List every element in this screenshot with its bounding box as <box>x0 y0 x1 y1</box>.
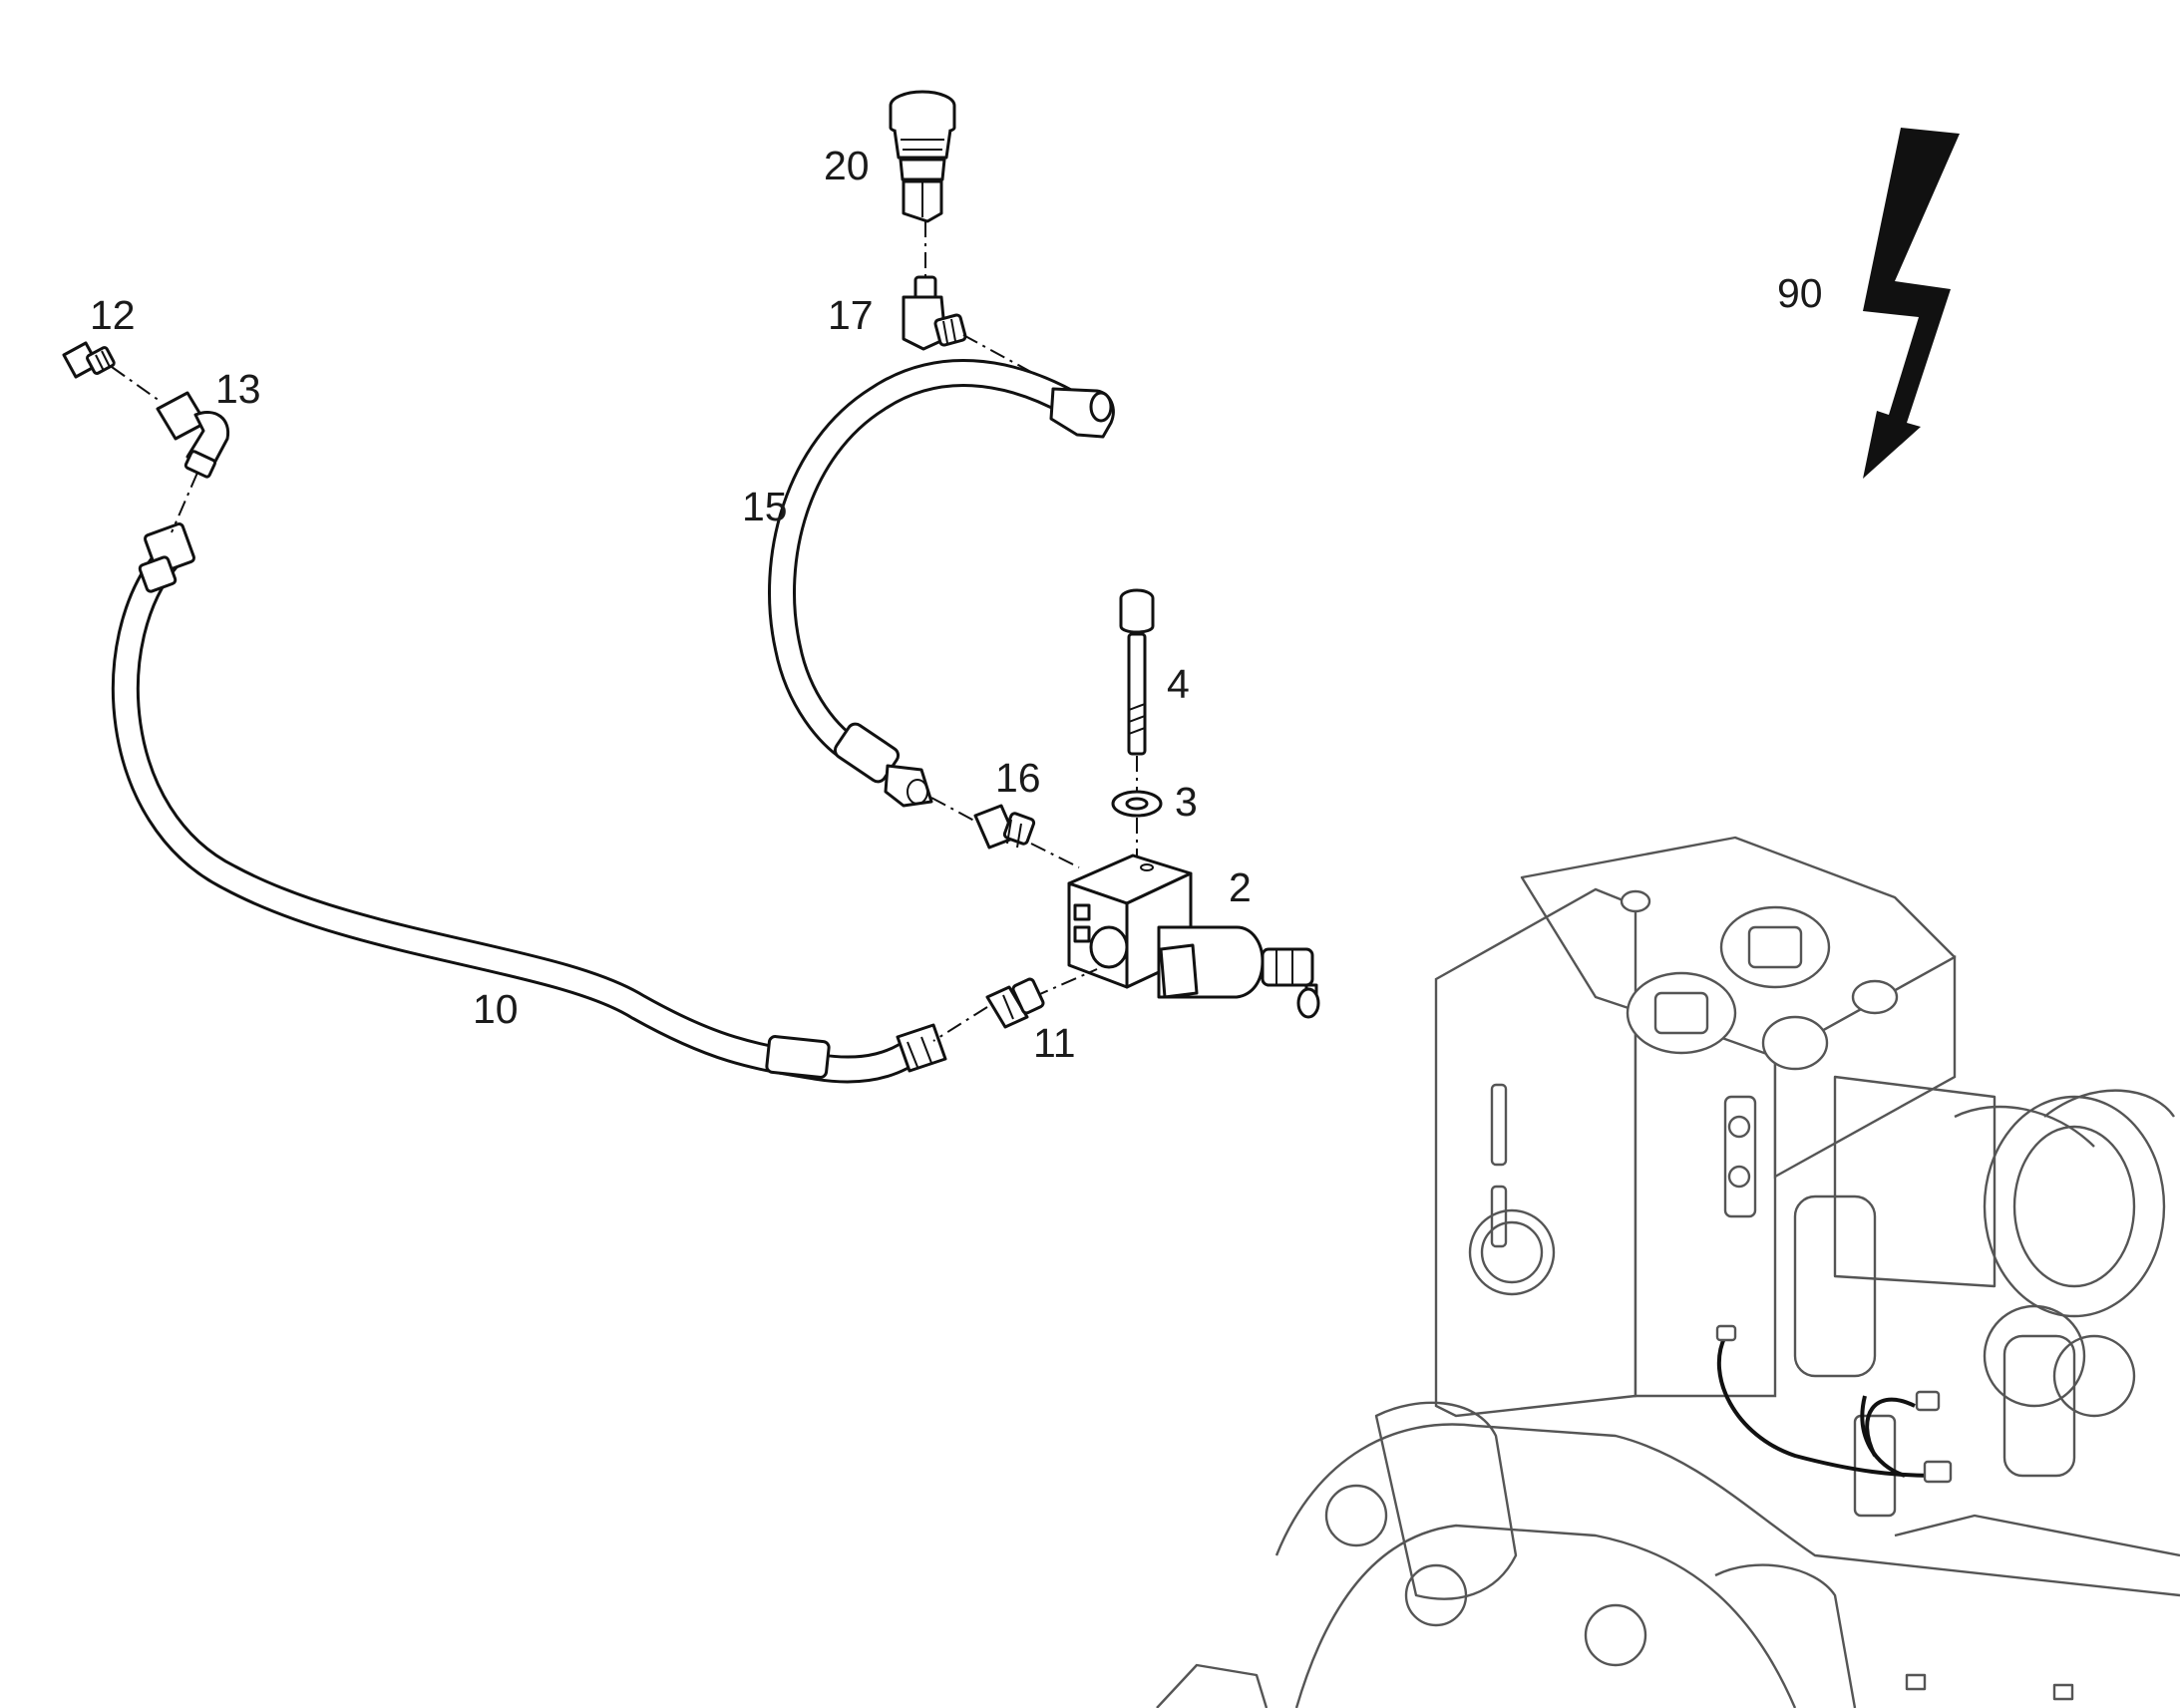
callout-15: 15 <box>742 484 788 529</box>
pressure-gauge-20 <box>889 90 956 223</box>
callout-2: 2 <box>1229 864 1252 910</box>
hose-10 <box>112 521 947 1084</box>
bolt-4 <box>1119 588 1155 756</box>
valve-block-2 <box>1067 854 1320 1019</box>
leader-16-2 <box>1030 843 1080 868</box>
callout-16: 16 <box>995 755 1041 801</box>
elbow-13 <box>156 391 230 479</box>
callout-11: 11 <box>1033 1020 1076 1066</box>
callout-17: 17 <box>828 292 874 338</box>
fitting-11 <box>985 977 1045 1029</box>
fitting-16 <box>973 804 1036 850</box>
elbow-fitting-17 <box>902 275 967 351</box>
callout-13: 13 <box>215 366 261 412</box>
callout-90: 90 <box>1777 270 1823 316</box>
washer-3 <box>1111 790 1163 818</box>
leader-15-16 <box>930 797 988 829</box>
callout-10: 10 <box>473 986 519 1032</box>
leader-11-2 <box>1032 968 1098 998</box>
callout-4: 4 <box>1167 661 1190 707</box>
fitting-12 <box>62 341 116 379</box>
machine-body-illustration <box>1156 836 2180 1708</box>
leader-11-10 <box>932 1006 988 1042</box>
lightning-arrow-icon <box>1863 128 1960 479</box>
callout-12: 12 <box>90 292 136 338</box>
leader-13-10 <box>171 472 198 533</box>
callout-3: 3 <box>1175 779 1198 825</box>
hose-15 <box>768 359 1115 808</box>
leader-12-13 <box>111 366 161 402</box>
callout-20: 20 <box>824 143 870 188</box>
